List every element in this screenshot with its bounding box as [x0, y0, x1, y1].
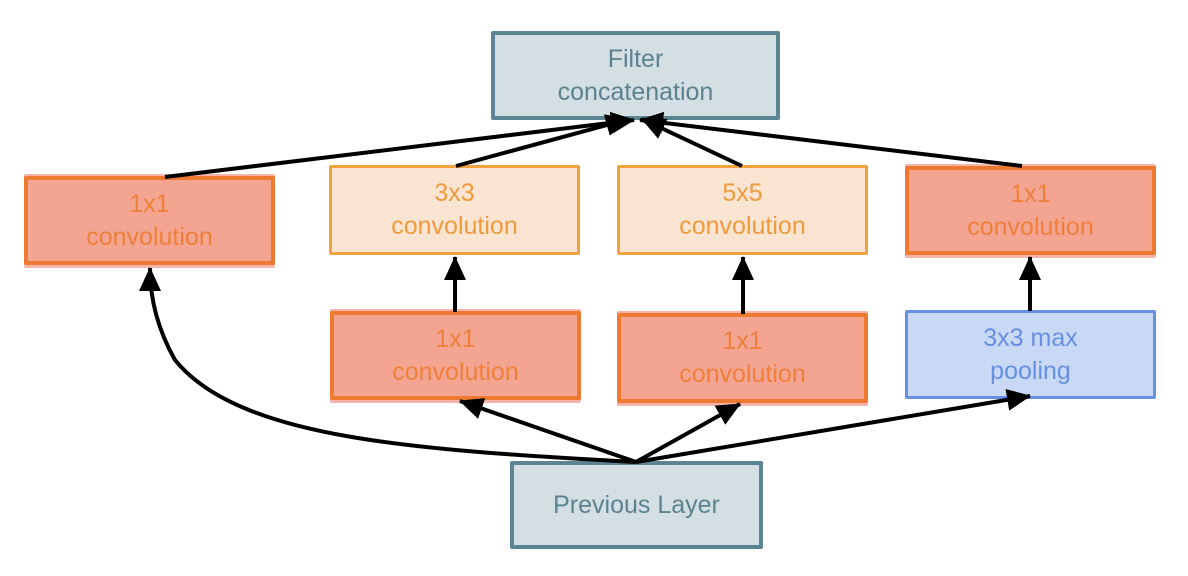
filter-concatenation-node: Filter concatenation — [491, 31, 780, 120]
conv-5x5-node: 5x5 convolution — [617, 165, 868, 255]
edge-conv3x3-to-concat — [455, 114, 630, 168]
node-label: 3x3 — [434, 179, 475, 207]
node-label: 1x1 — [1010, 179, 1051, 208]
node-label: convolution — [967, 212, 1094, 241]
node-label: 1x1 — [435, 324, 476, 353]
node-label: 1x1 — [722, 327, 763, 355]
edge-prev-to-reduce-3x3 — [459, 398, 637, 464]
node-label: 5x5 — [722, 179, 763, 207]
node-label: 3x3 max — [983, 323, 1078, 352]
node-label: concatenation — [557, 77, 714, 106]
node-label: pooling — [990, 356, 1071, 385]
node-label: convolution — [679, 212, 806, 240]
node-label: 1x1 — [129, 189, 170, 218]
edge-prev-to-maxpool — [635, 388, 1031, 464]
node-label: convolution — [679, 360, 806, 388]
node-label: convolution — [86, 222, 213, 251]
reduce-3x3-node: 1x1 convolution — [330, 311, 581, 400]
node-label: convolution — [391, 212, 518, 240]
conv-3x3-node: 3x3 convolution — [329, 165, 580, 255]
reduce-5x5-node: 1x1 convolution — [617, 313, 868, 403]
max-pooling-node: 3x3 max pooling — [905, 310, 1156, 399]
edge-prev-to-reduce-5x5 — [635, 402, 741, 464]
node-label: convolution — [392, 357, 519, 386]
node-label: Filter — [607, 44, 664, 73]
previous-layer-node: Previous Layer — [510, 461, 763, 549]
edge-conv1x1-right-to-concat — [639, 111, 1023, 168]
edge-conv5x5-to-concat — [641, 117, 743, 168]
conv-1x1-left-node: 1x1 convolution — [24, 176, 275, 265]
node-label: Previous Layer — [553, 490, 720, 519]
conv-1x1-right-node: 1x1 convolution — [905, 166, 1156, 255]
